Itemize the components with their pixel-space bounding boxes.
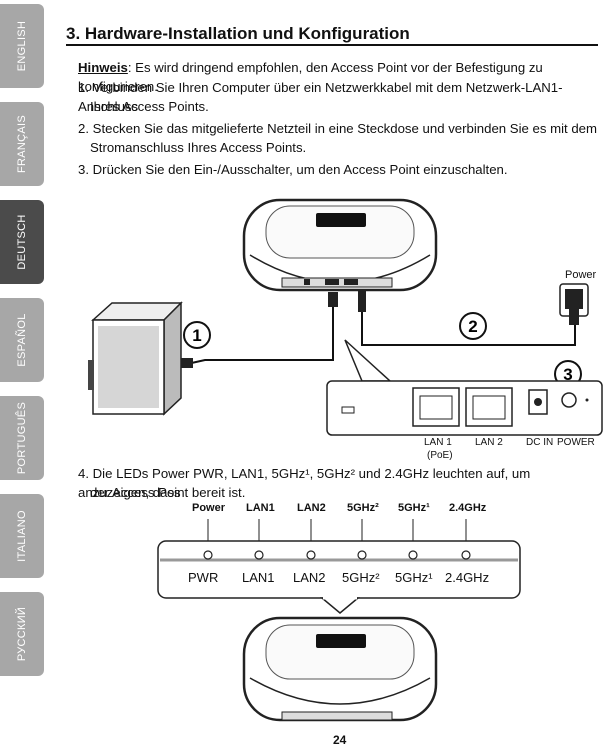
port-label-power: POWER bbox=[557, 437, 595, 448]
svg-text:1: 1 bbox=[192, 326, 201, 345]
power-button bbox=[561, 392, 577, 408]
heading-rule bbox=[66, 44, 598, 46]
panel-label-lan2: LAN2 bbox=[293, 570, 326, 585]
lang-tab-portugues[interactable]: PORTUGUÊS bbox=[0, 396, 44, 480]
callout-1 bbox=[183, 321, 211, 349]
panel-label-pwr: PWR bbox=[188, 570, 219, 585]
hint-paragraph: Hinweis: Es wird dringend empfohlen, den… bbox=[78, 58, 604, 96]
lan-plug-ap bbox=[328, 292, 338, 307]
port-label-lan2: LAN 2 bbox=[475, 437, 503, 448]
led-5ghz-1 bbox=[408, 550, 418, 560]
power-label: Power bbox=[565, 269, 597, 281]
led-name-5ghz-2: 5GHz² bbox=[347, 502, 379, 514]
language-tabs: ENGLISH FRANÇAIS DEUTSCH ESPAÑOL PORTUGU… bbox=[0, 0, 44, 749]
lan-cable bbox=[186, 292, 334, 365]
panel-label-5ghz-2: 5GHz² bbox=[342, 570, 380, 585]
led-lan1 bbox=[254, 550, 264, 560]
step4-line2: der Access Point bereit ist. bbox=[90, 485, 246, 500]
port-label-poe: (PoE) bbox=[427, 450, 453, 461]
callout-2 bbox=[459, 312, 487, 340]
section-heading: 3. Hardware-Installation und Konfigurati… bbox=[66, 24, 410, 43]
power-plug bbox=[358, 290, 366, 312]
port-label-lan1: LAN 1 bbox=[424, 437, 452, 448]
page-number: 24 bbox=[333, 733, 347, 747]
step1-line1: 1. Verbinden Sie Ihren Computer über ein… bbox=[78, 80, 563, 114]
panel-label-lan1: LAN1 bbox=[242, 570, 275, 585]
led-name-lan2: LAN2 bbox=[297, 502, 326, 514]
led-name-lan1: LAN1 bbox=[246, 502, 275, 514]
lang-tab-russian[interactable]: РУССКИЙ bbox=[0, 592, 44, 676]
led-name-2-4ghz: 2.4GHz bbox=[449, 502, 487, 514]
led-power bbox=[203, 550, 213, 560]
power-indicator-dot bbox=[585, 398, 589, 402]
led-lan2 bbox=[306, 550, 316, 560]
step4-line1: 4. Die LEDs Power PWR, LAN1, 5GHz¹, 5GHz… bbox=[78, 466, 531, 500]
reset-slot bbox=[341, 406, 355, 414]
panel-label-5ghz-1: 5GHz¹ bbox=[395, 570, 433, 585]
power-cable bbox=[361, 310, 576, 346]
lang-tab-deutsch[interactable]: DEUTSCH bbox=[0, 200, 44, 284]
computer-tower bbox=[88, 301, 183, 416]
led-5ghz-2 bbox=[357, 550, 367, 560]
lang-tab-espanol[interactable]: ESPAÑOL bbox=[0, 298, 44, 382]
hint-label: Hinweis bbox=[78, 60, 128, 75]
led-name-power: Power bbox=[192, 502, 226, 514]
led-name-5ghz-1: 5GHz¹ bbox=[398, 502, 430, 514]
access-point-device bbox=[242, 198, 438, 292]
led-zoom-pointer bbox=[319, 597, 361, 614]
lan-plug-pc bbox=[181, 358, 193, 368]
step1-line2: Ihres Access Points. bbox=[90, 99, 209, 114]
lang-tab-italiano[interactable]: ITALIANO bbox=[0, 494, 44, 578]
panel-label-2-4ghz: 2.4GHz bbox=[445, 570, 490, 585]
lang-tab-english[interactable]: ENGLISH bbox=[0, 4, 44, 88]
led-leader-lines bbox=[207, 519, 467, 553]
svg-text:3: 3 bbox=[563, 365, 572, 384]
access-point-device-bottom bbox=[242, 616, 438, 722]
lang-tab-francais[interactable]: FRANÇAIS bbox=[0, 102, 44, 186]
port-label-dcin: DC IN bbox=[526, 437, 554, 448]
step2-line2: Stromanschluss Ihres Access Points. bbox=[90, 140, 307, 155]
step3-text: 3. Drücken Sie den Ein-/Ausschalter, um … bbox=[78, 162, 508, 177]
svg-text:2: 2 bbox=[468, 317, 477, 336]
step2-line1: 2. Stecken Sie das mitgelieferte Netztei… bbox=[78, 121, 597, 136]
hint-text: : Es wird dringend empfohlen, den Access… bbox=[78, 60, 543, 94]
led-2-4ghz bbox=[461, 550, 471, 560]
wall-outlet bbox=[559, 283, 589, 325]
